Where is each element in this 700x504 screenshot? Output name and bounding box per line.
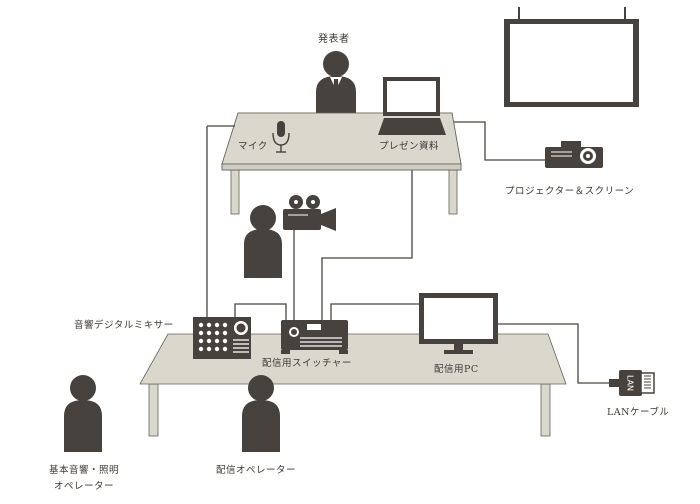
switcher-to-pc-cable: [330, 303, 428, 320]
sound-light-operator-label-line2: オペレーター: [53, 481, 114, 492]
presenter-figure: [316, 51, 356, 113]
pc-to-lan-cable: [497, 323, 610, 384]
video-switcher-icon: [281, 320, 348, 354]
monitor-icon: [419, 293, 498, 354]
switcher-label: 配信用スイッチャー: [262, 358, 352, 369]
presenter-label: 発表者: [318, 34, 350, 45]
laptop-to-switcher-cable: [321, 150, 413, 322]
microphone-icon: [272, 121, 290, 153]
mixer-label: 音響デジタルミキサー: [74, 320, 174, 331]
stream-operator-figure: [242, 375, 280, 452]
lan-plug-icon: LAN: [609, 370, 655, 396]
cables: [206, 121, 610, 384]
audio-mixer-icon: [193, 317, 251, 359]
mic-label: マイク: [238, 141, 268, 152]
projector-icon: [545, 141, 603, 168]
projector-label: プロジェクター＆スクリーン: [505, 186, 635, 197]
camera-operator-figure: [244, 205, 282, 278]
laptop-icon: [378, 77, 446, 135]
stream-operator-label: 配信オペレーター: [216, 465, 297, 476]
sound-light-operator-figure: [64, 375, 102, 452]
lan-label: LANケーブル: [607, 407, 670, 418]
mixer-to-switcher-cable: [234, 303, 287, 320]
projection-screen: [504, 7, 639, 107]
laptop-to-projector-cable: [437, 121, 545, 161]
presentation-label: プレゼン資料: [379, 141, 440, 152]
sound-light-operator-label-line1: 基本音響・照明: [48, 465, 119, 476]
video-camera-icon: [283, 195, 336, 231]
lan-plug-label: LAN: [626, 375, 635, 391]
pc-label: 配信用PC: [434, 364, 479, 375]
